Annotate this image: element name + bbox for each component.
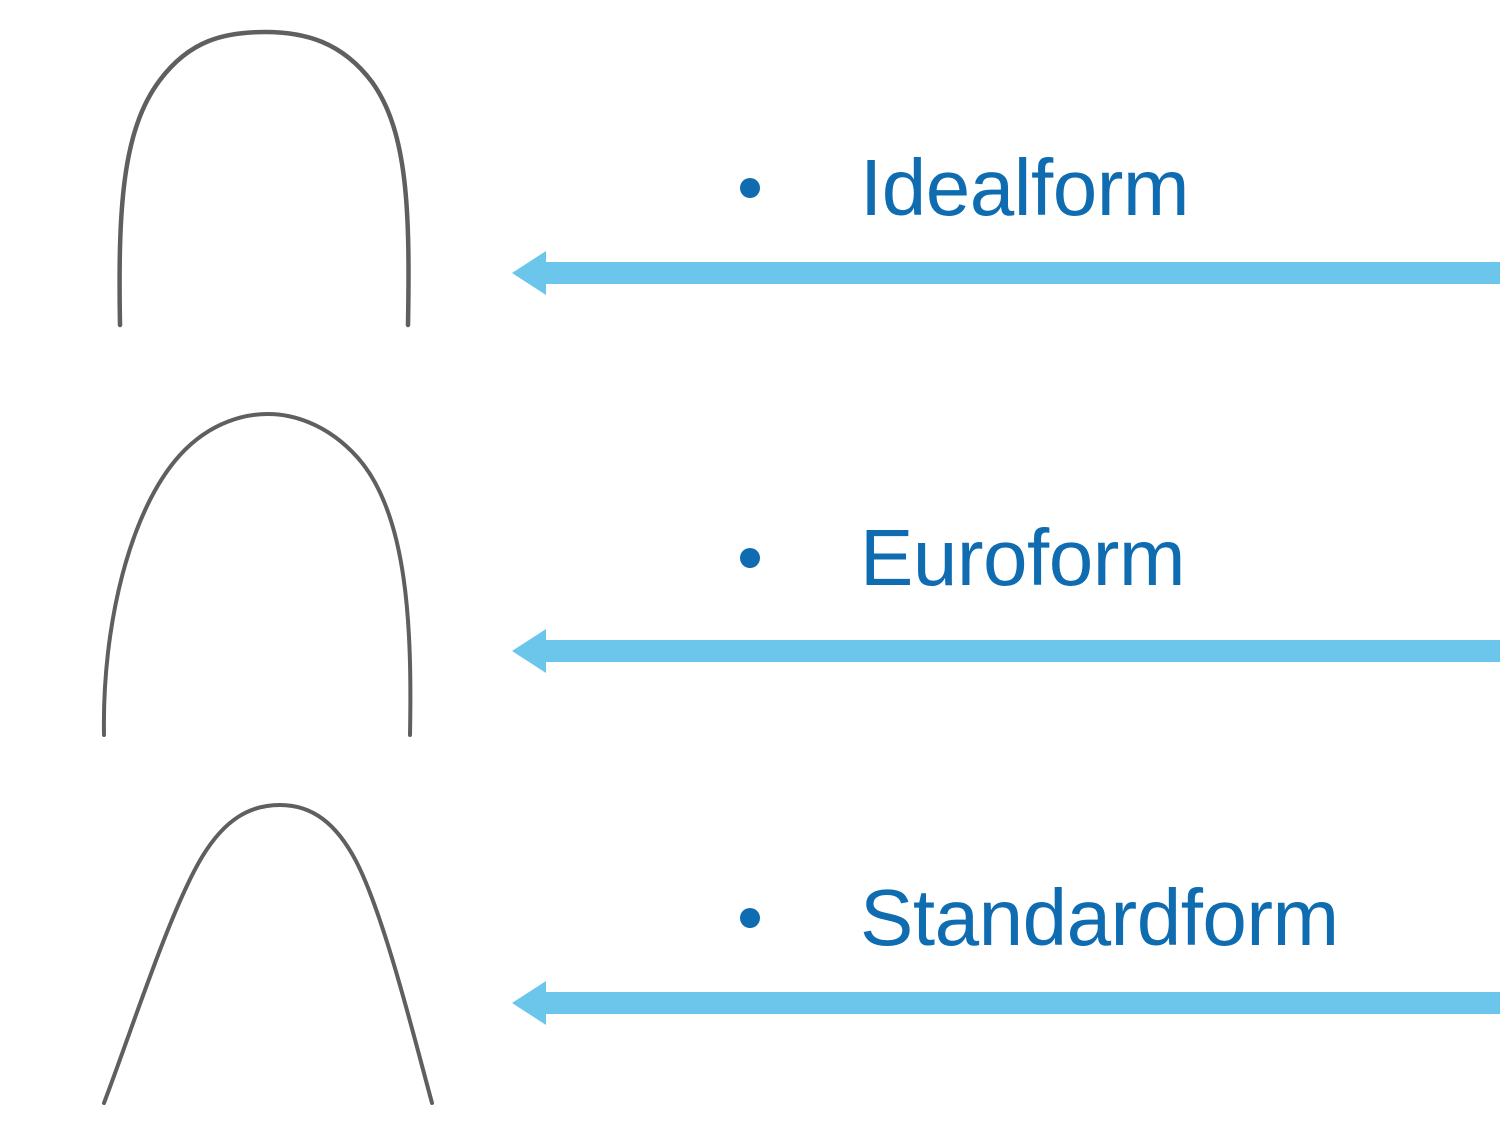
bullet-label-idealform: Idealform bbox=[860, 143, 1189, 232]
bullet-item-standardform: Standardform bbox=[700, 878, 1490, 958]
arch-path-idealform bbox=[117, 29, 411, 328]
bullet-item-idealform: Idealform bbox=[700, 148, 1490, 228]
left-arrow-icon bbox=[512, 981, 1500, 1025]
left-arrow-icon bbox=[512, 629, 1500, 673]
archwire-shape-standardform bbox=[60, 785, 480, 1125]
left-arrow-idealform bbox=[508, 245, 1500, 301]
archwire-shape-idealform bbox=[60, 10, 480, 340]
left-arrow-icon bbox=[512, 251, 1500, 295]
bullet-dot-icon bbox=[740, 908, 760, 928]
bullet-item-euroform: Euroform bbox=[700, 518, 1490, 598]
arch-path-euroform bbox=[101, 411, 413, 737]
bullet-label-standardform: Standardform bbox=[860, 873, 1339, 962]
bullet-dot-icon bbox=[740, 548, 760, 568]
left-arrow-standardform bbox=[508, 975, 1500, 1031]
bullet-dot-icon bbox=[740, 178, 760, 198]
arch-path-standardform bbox=[102, 802, 434, 1105]
archwire-shape-euroform bbox=[60, 400, 480, 745]
left-arrow-euroform bbox=[508, 623, 1500, 679]
bullet-label-euroform: Euroform bbox=[860, 513, 1185, 602]
